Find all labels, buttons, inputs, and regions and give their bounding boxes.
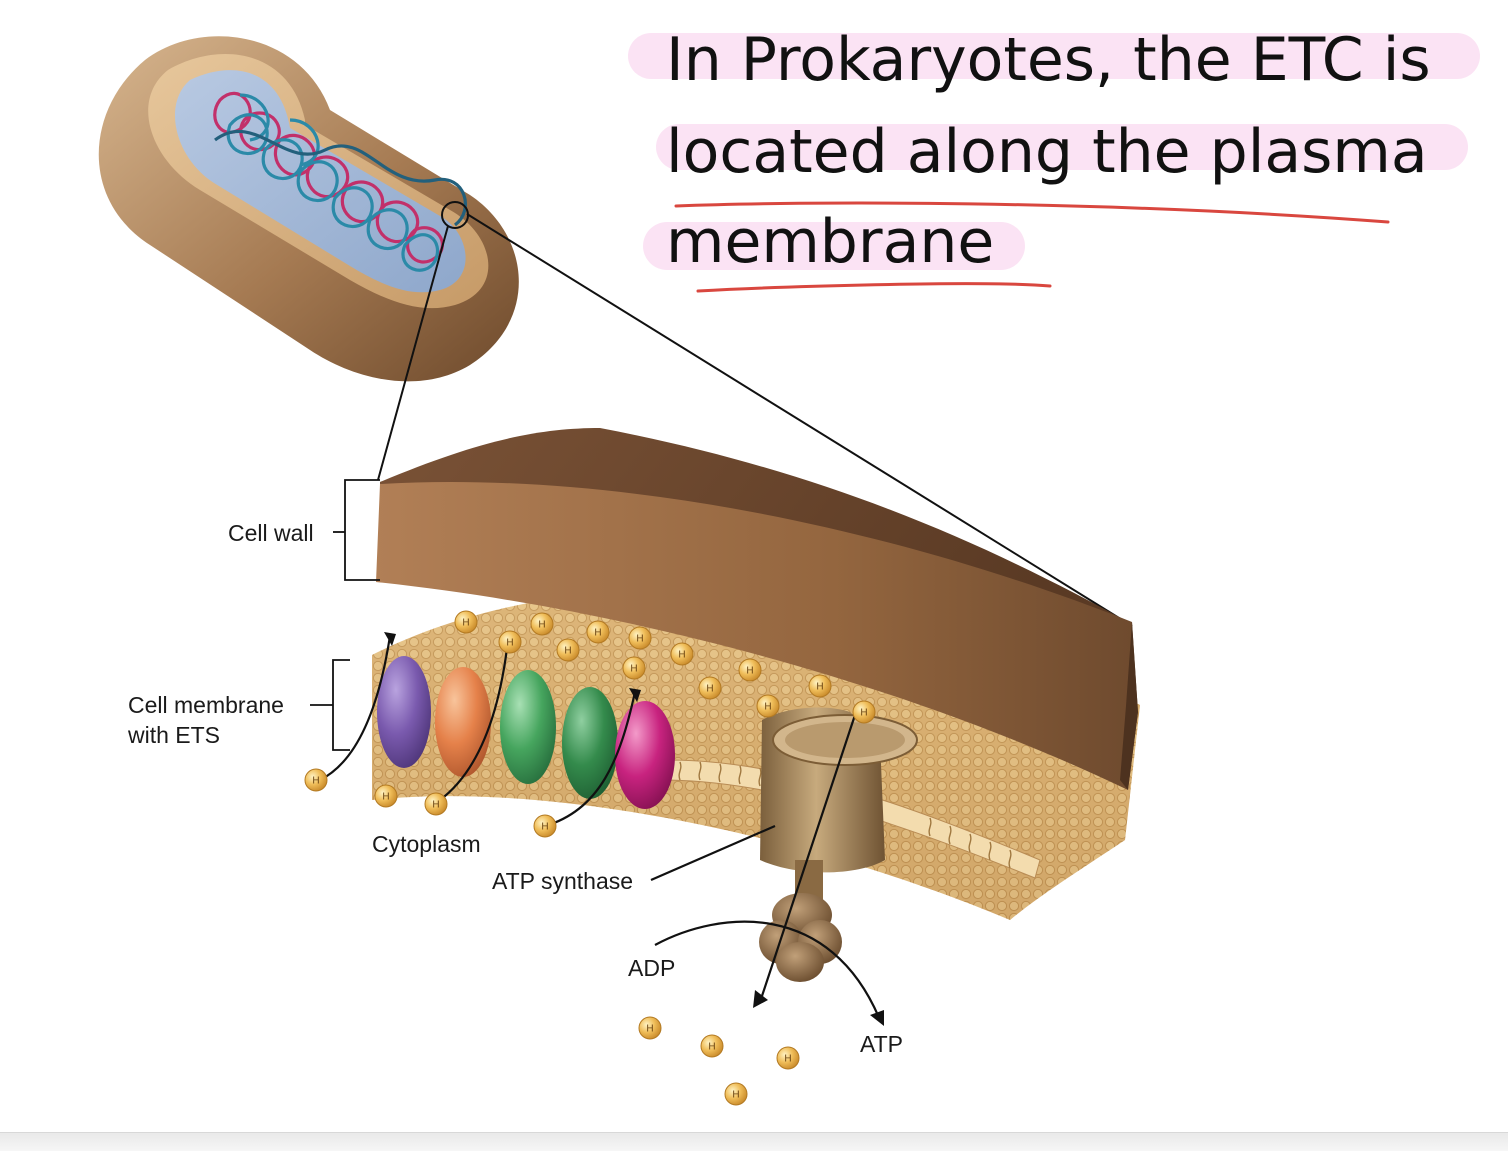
label-with-ets: with ETS — [128, 722, 221, 748]
ets-complex-dark-green — [562, 687, 618, 799]
svg-text:H: H — [706, 684, 713, 695]
proton-h: H — [622, 656, 646, 680]
svg-text:H: H — [746, 666, 753, 677]
svg-text:H: H — [382, 792, 389, 803]
svg-text:H: H — [432, 800, 439, 811]
protons: H H H H H H H H H H H H H H H H H H H H H — [304, 610, 876, 1106]
proton-h: H — [638, 1016, 662, 1040]
label-brackets — [310, 479, 380, 751]
ets-complex-green — [500, 670, 556, 784]
proton-h: H — [556, 638, 580, 662]
proton-h: H — [808, 674, 832, 698]
proton-h: H — [738, 658, 762, 682]
proton-h: H — [698, 676, 722, 700]
svg-text:H: H — [636, 634, 643, 645]
caption-line-3: membrane — [666, 207, 995, 277]
proton-h: H — [424, 792, 448, 816]
zoom-lines — [377, 213, 1133, 627]
ets-complex-magenta — [615, 701, 675, 809]
svg-text:H: H — [506, 638, 513, 649]
svg-text:H: H — [312, 776, 319, 787]
proton-h: H — [670, 642, 694, 666]
proton-h: H — [776, 1046, 800, 1070]
label-cytoplasm: Cytoplasm — [372, 831, 481, 857]
bacterium-cell — [98, 36, 519, 382]
svg-text:H: H — [646, 1024, 653, 1035]
svg-text:H: H — [816, 682, 823, 693]
proton-h: H — [374, 784, 398, 808]
svg-text:H: H — [630, 664, 637, 675]
proton-h: H — [530, 612, 554, 636]
proton-h: H — [498, 630, 522, 654]
proton-h: H — [852, 700, 876, 724]
svg-text:H: H — [564, 646, 571, 657]
label-atp: ATP — [860, 1031, 904, 1057]
label-adp: ADP — [628, 955, 676, 981]
svg-text:H: H — [541, 822, 548, 833]
proton-h: H — [454, 610, 478, 634]
svg-text:H: H — [594, 628, 601, 639]
svg-text:H: H — [784, 1054, 791, 1065]
ets-complex-orange — [435, 667, 491, 777]
ets-complex-purple — [377, 656, 431, 768]
proton-h: H — [586, 620, 610, 644]
page-bottom-divider — [0, 1132, 1508, 1151]
proton-h: H — [628, 626, 652, 650]
arrowheads — [384, 632, 884, 1026]
label-cell-wall: Cell wall — [228, 520, 314, 546]
svg-text:H: H — [860, 708, 867, 719]
caption-line-1: In Prokaryotes, the ETC is — [666, 25, 1431, 95]
proton-h: H — [304, 768, 328, 792]
proton-h: H — [756, 694, 780, 718]
proton-h: H — [724, 1082, 748, 1106]
svg-text:H: H — [538, 620, 545, 631]
annotation-underlines — [674, 201, 1390, 293]
cell-wall-slab — [376, 428, 1138, 790]
caption-line-2: located along the plasma — [666, 117, 1428, 187]
annotation-highlights — [628, 33, 1480, 270]
svg-text:H: H — [732, 1090, 739, 1101]
svg-text:H: H — [678, 650, 685, 661]
label-atp-synthase: ATP synthase — [492, 868, 634, 894]
svg-text:H: H — [462, 618, 469, 629]
electron-transport-system — [377, 656, 675, 809]
label-cell-membrane: Cell membrane — [128, 692, 284, 718]
svg-text:H: H — [764, 702, 771, 713]
proton-h: H — [533, 814, 557, 838]
svg-text:H: H — [708, 1042, 715, 1053]
proton-h: H — [700, 1034, 724, 1058]
proton-pathway-arrows — [319, 635, 882, 1021]
